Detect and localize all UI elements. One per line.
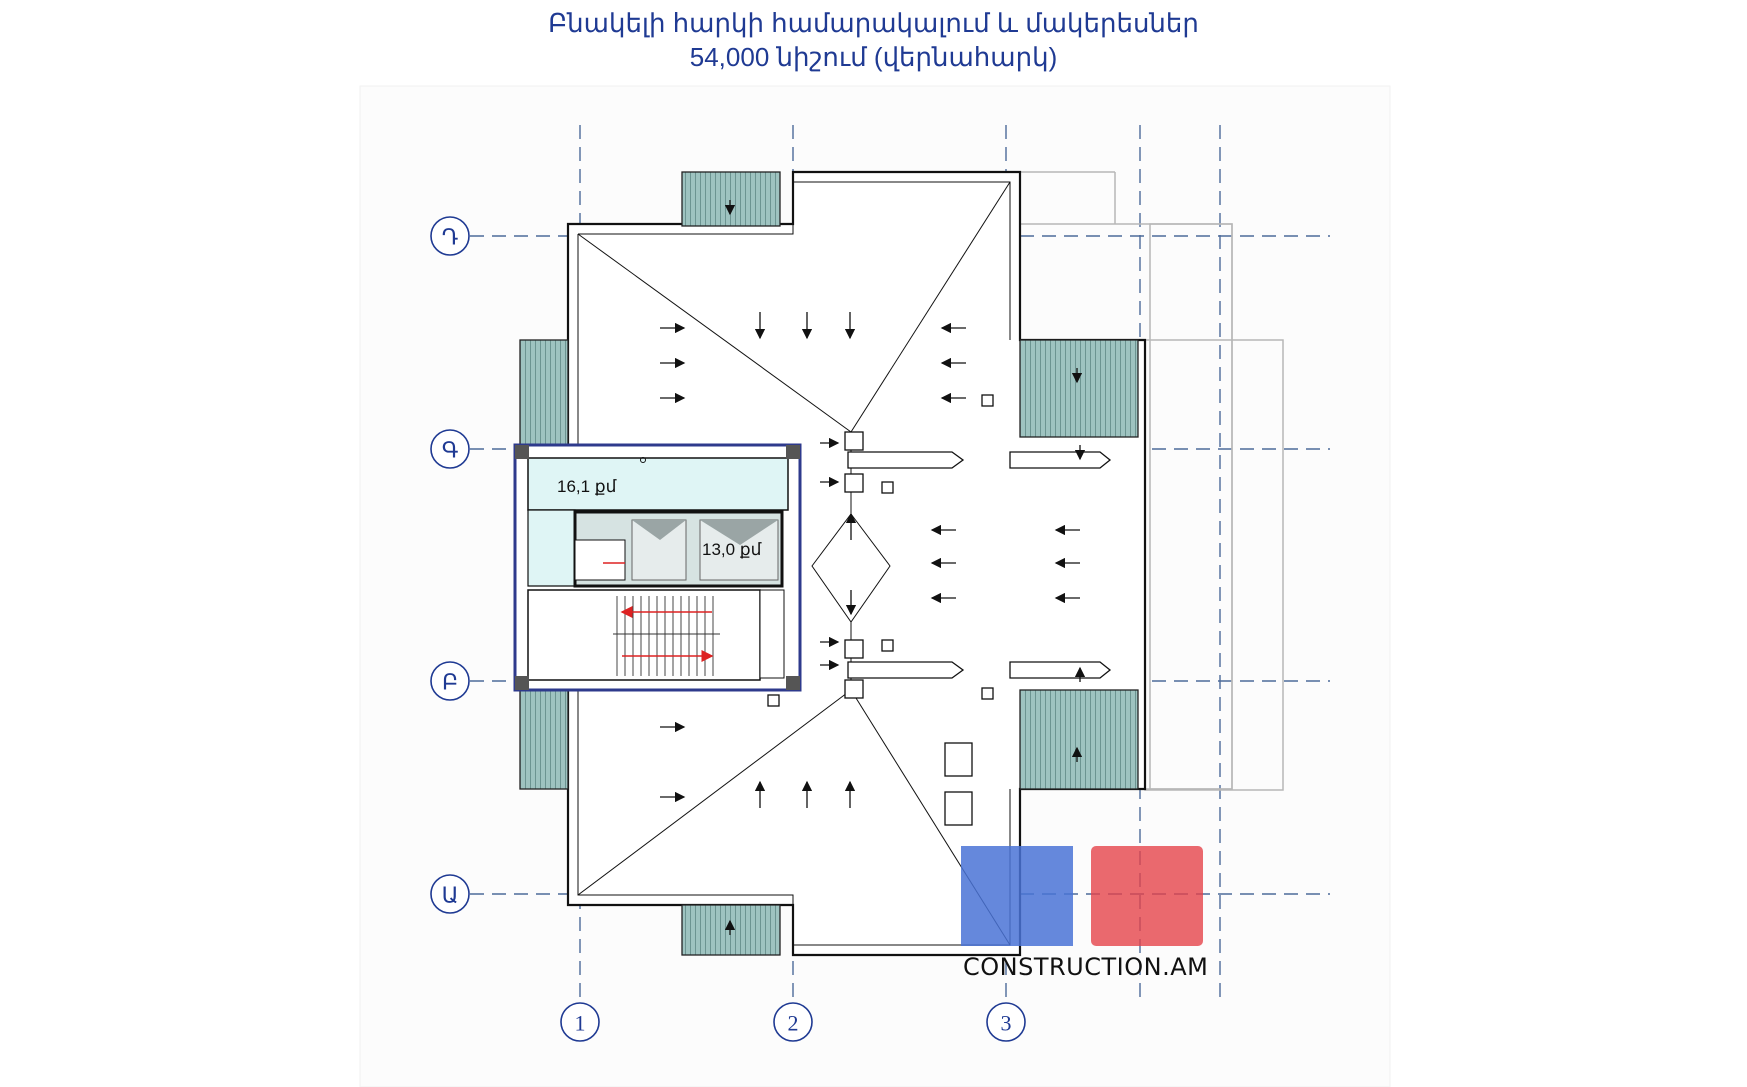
axis-label-g: Գ [442, 438, 459, 463]
room-area-label: 13,0 քմ [702, 540, 762, 559]
logo-red-square [1091, 846, 1203, 946]
axis-label-1: 1 [575, 1011, 586, 1036]
logo-text: CONSTRUCTION.AM [963, 953, 1208, 981]
axis-label-b: Բ [442, 670, 458, 695]
logo-blue-square [961, 846, 1073, 946]
axis-label-a: Ա [442, 883, 459, 908]
axis-label-d: Դ [442, 225, 459, 250]
balconies [519, 171, 1139, 956]
title-line-2: 54,000 նիշում (վերնահարկ) [689, 42, 1058, 72]
room-area-label: 16,1 քմ [557, 477, 617, 496]
drawing-title: Բնակելի հարկի համարակալում և մակերեսներ … [0, 6, 1747, 74]
axis-bubbles [430, 216, 1026, 1042]
construction-am-logo: CONSTRUCTION.AM [961, 846, 1208, 981]
axis-label-2: 2 [788, 1011, 799, 1036]
slope-arrows [660, 200, 1086, 935]
axis-label-3: 3 [1001, 1011, 1012, 1036]
service-core [513, 443, 802, 692]
title-line-1: Բնակելի հարկի համարակալում և մակերեսներ [548, 8, 1199, 38]
